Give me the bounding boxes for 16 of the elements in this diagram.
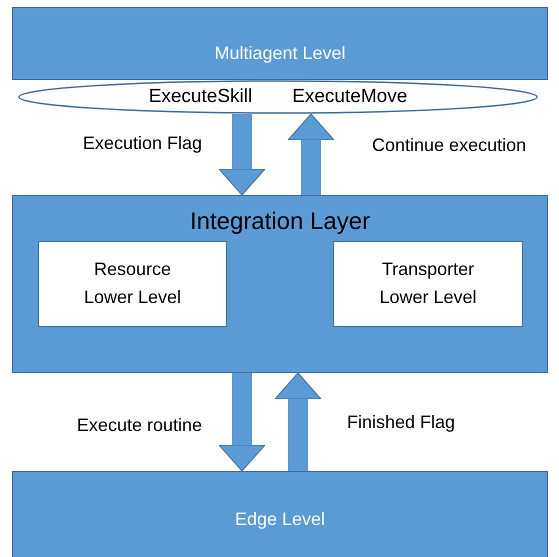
block-arrow (218, 114, 266, 196)
method-label: ExecuteMove (292, 84, 408, 109)
module-label: Transporter Lower Level (378, 258, 478, 309)
layer-title: Edge Level (234, 508, 326, 531)
module-label: Resource Lower Level (82, 258, 182, 309)
layer-box (12, 471, 548, 557)
module-box (38, 241, 227, 327)
block-arrow (274, 372, 322, 471)
block-arrow (218, 373, 266, 472)
method-label: ExecuteSkill (148, 84, 252, 109)
layer-box (12, 195, 548, 373)
layer-title: Integration Layer (188, 207, 372, 237)
layer-box (12, 7, 548, 80)
module-box (333, 241, 523, 327)
block-arrow (288, 114, 334, 195)
layer-title: Multiagent Level (213, 42, 347, 65)
